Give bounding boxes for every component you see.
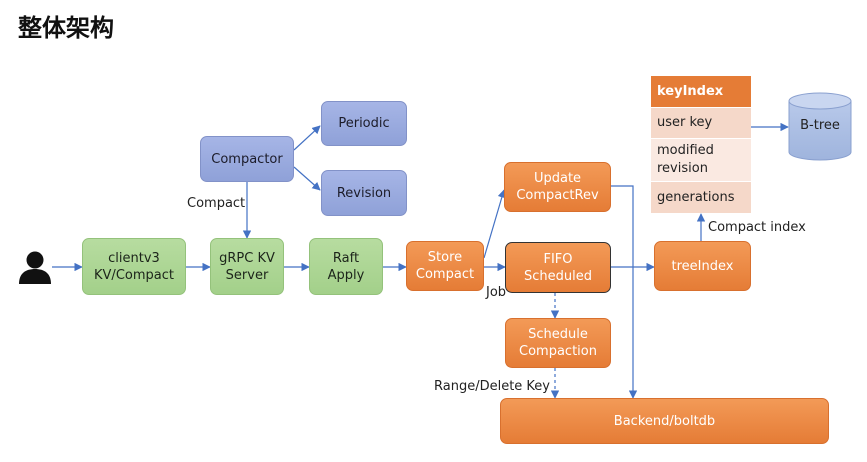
grpc-kv-server-node: gRPC KV Server (210, 238, 284, 295)
keyindex-field: modified revision (651, 139, 751, 181)
keyindex-field: generations (651, 182, 751, 213)
job-edge-label: Job (486, 285, 507, 300)
update-compactrev-node: Update CompactRev (504, 162, 611, 212)
keyindex-field: user key (651, 108, 751, 138)
user-icon (19, 251, 51, 284)
fifo-scheduled-node: FIFO Scheduled (505, 242, 611, 293)
keyindex-header: keyIndex (651, 76, 751, 107)
page-title: 整体架构 (18, 14, 114, 42)
treeindex-node: treeIndex (654, 241, 751, 291)
schedule-compaction-node: Schedule Compaction (505, 318, 611, 368)
revision-node: Revision (321, 170, 407, 216)
store-compact-node: Store Compact (406, 241, 484, 291)
backend-boltdb-node: Backend/boltdb (500, 398, 829, 444)
compact-index-edge-label: Compact index (708, 220, 806, 235)
raft-apply-node: Raft Apply (309, 238, 383, 295)
compactor-node: Compactor (200, 136, 294, 182)
btree-label: B-tree (800, 118, 840, 133)
range-delete-edge-label: Range/Delete Key (434, 379, 550, 394)
periodic-node: Periodic (321, 101, 407, 146)
btree-cylinder-icon (788, 92, 852, 161)
clientv3-node: clientv3 KV/Compact (82, 238, 186, 295)
compact-edge-label: Compact (187, 196, 246, 211)
